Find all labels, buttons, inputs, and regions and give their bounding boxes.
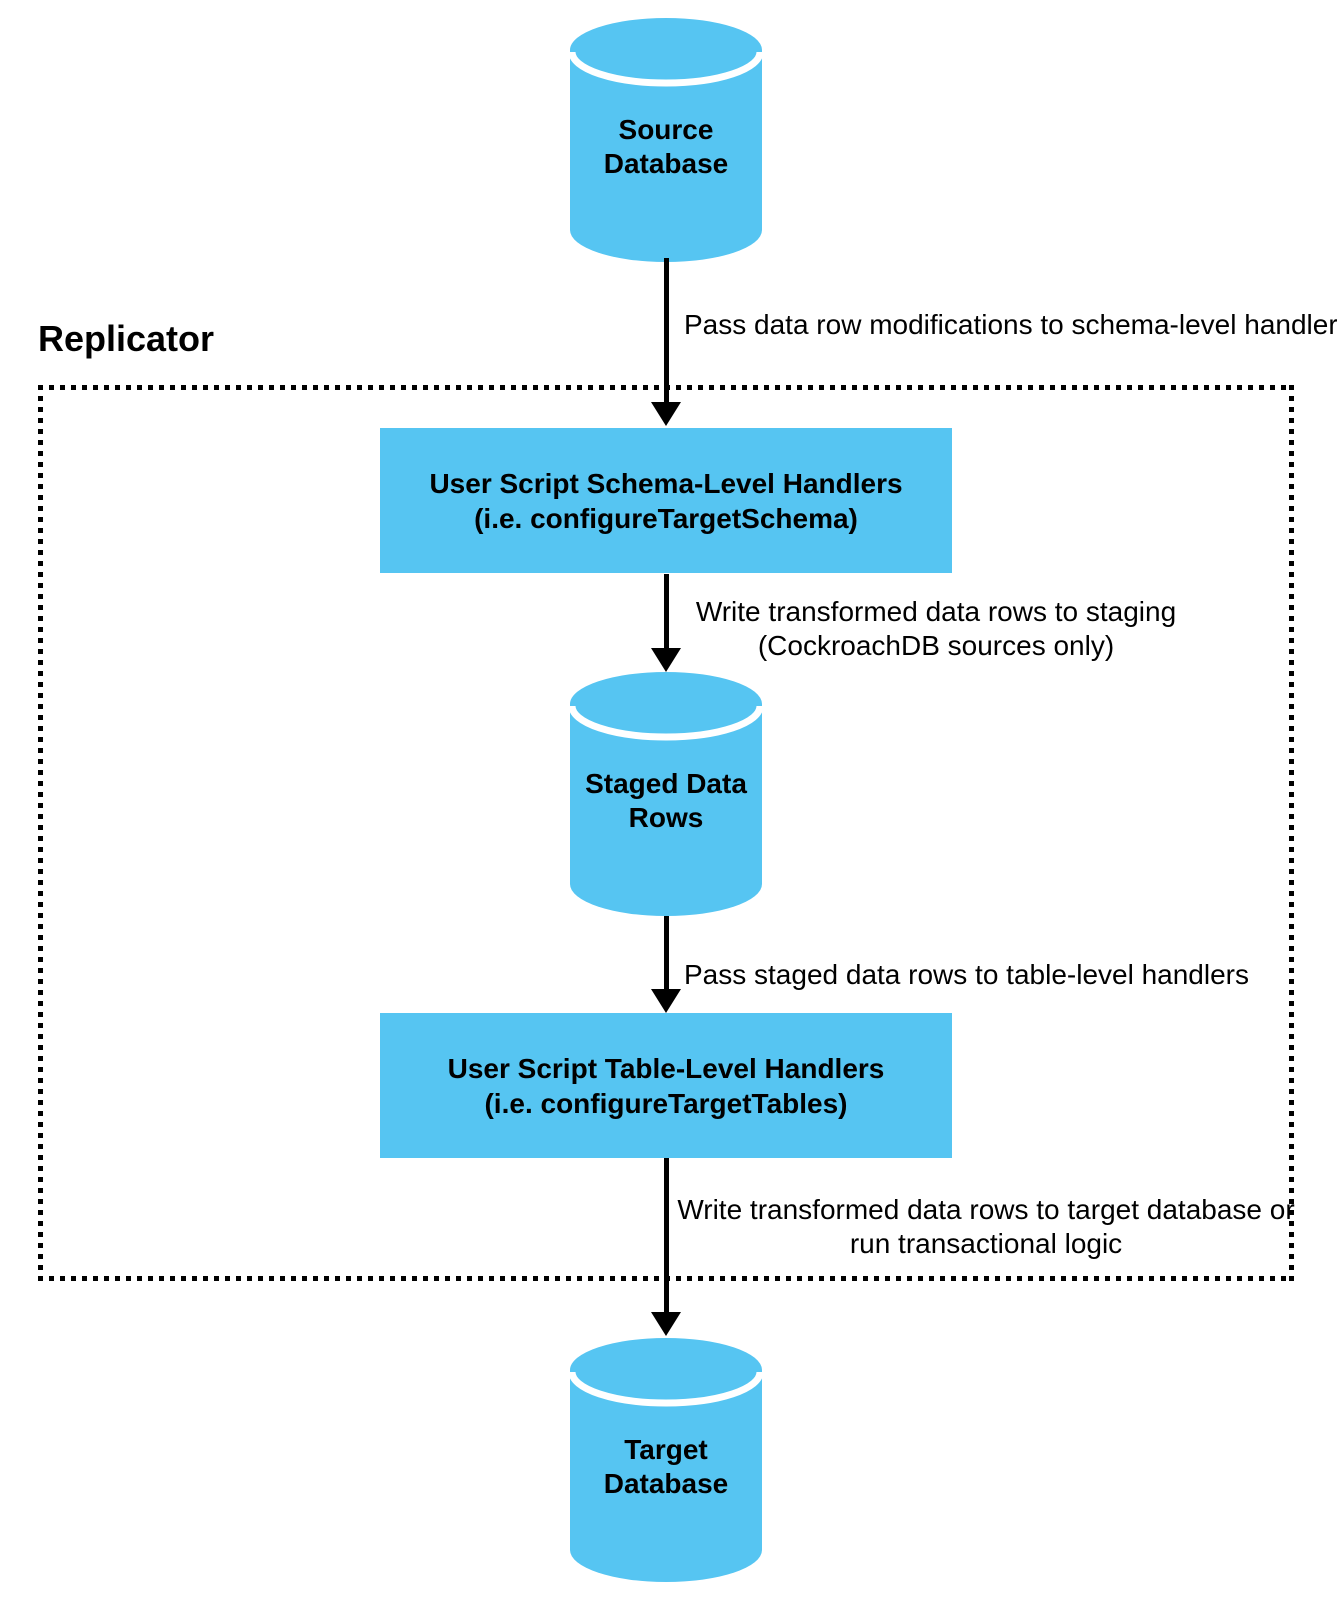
edge-label-schema-to-staged: Write transformed data rows to staging (… <box>666 595 1206 663</box>
arrow-shaft <box>663 916 669 989</box>
label-line: User Script Schema-Level Handlers <box>429 467 903 499</box>
staged-data-rows-label: Staged Data Rows <box>570 686 762 916</box>
arrow-shaft <box>663 574 669 648</box>
arrow-head <box>651 1312 681 1336</box>
arrow-head <box>651 648 681 672</box>
database-cylinder-icon <box>570 1338 762 1582</box>
label-line: run transactional logic <box>849 1228 1123 1259</box>
arrow-head <box>651 989 681 1013</box>
schema-level-handlers-node: User Script Schema-Level Handlers (i.e. … <box>380 428 952 573</box>
edge-label-table-to-target: Write transformed data rows to target da… <box>666 1193 1306 1261</box>
label-line: (CockroachDB sources only) <box>757 630 1115 661</box>
arrow-staged-rows-to-table-handlers <box>651 916 681 1013</box>
label-line: Database <box>603 1468 729 1499</box>
replicator-title: Replicator <box>38 318 215 359</box>
label-line: Write transformed data rows to staging <box>695 596 1177 627</box>
arrow-shaft <box>663 258 669 402</box>
table-level-handlers-node: User Script Table-Level Handlers (i.e. c… <box>380 1013 952 1158</box>
staged-data-rows-node: Staged Data Rows <box>570 672 762 916</box>
arrow-schema-handlers-to-staged-rows <box>651 574 681 672</box>
source-database-label: Source Database <box>570 32 762 262</box>
target-database-node: Target Database <box>570 1338 762 1582</box>
label-line: Rows <box>628 802 704 833</box>
arrow-shaft <box>663 1158 669 1312</box>
database-cylinder-icon <box>570 672 762 916</box>
label-line: (i.e. configureTargetTables) <box>484 1087 848 1119</box>
edge-label-staged-to-table: Pass staged data rows to table-level han… <box>684 959 1249 990</box>
label-line: User Script Table-Level Handlers <box>447 1052 885 1084</box>
label-line: (i.e. configureTargetSchema) <box>474 502 858 534</box>
label-line: Staged Data <box>585 768 747 799</box>
target-database-label: Target Database <box>570 1352 762 1582</box>
label-line: Database <box>603 148 729 179</box>
edge-label-source-to-schema: Pass data row modifications to schema-le… <box>684 309 1337 340</box>
label-line: Target <box>624 1434 708 1465</box>
arrow-table-handlers-to-target-database <box>651 1158 681 1336</box>
database-cylinder-icon <box>570 18 762 262</box>
label-line: Source <box>618 114 714 145</box>
source-database-node: Source Database <box>570 18 762 262</box>
label-line: Write transformed data rows to target da… <box>677 1194 1295 1225</box>
